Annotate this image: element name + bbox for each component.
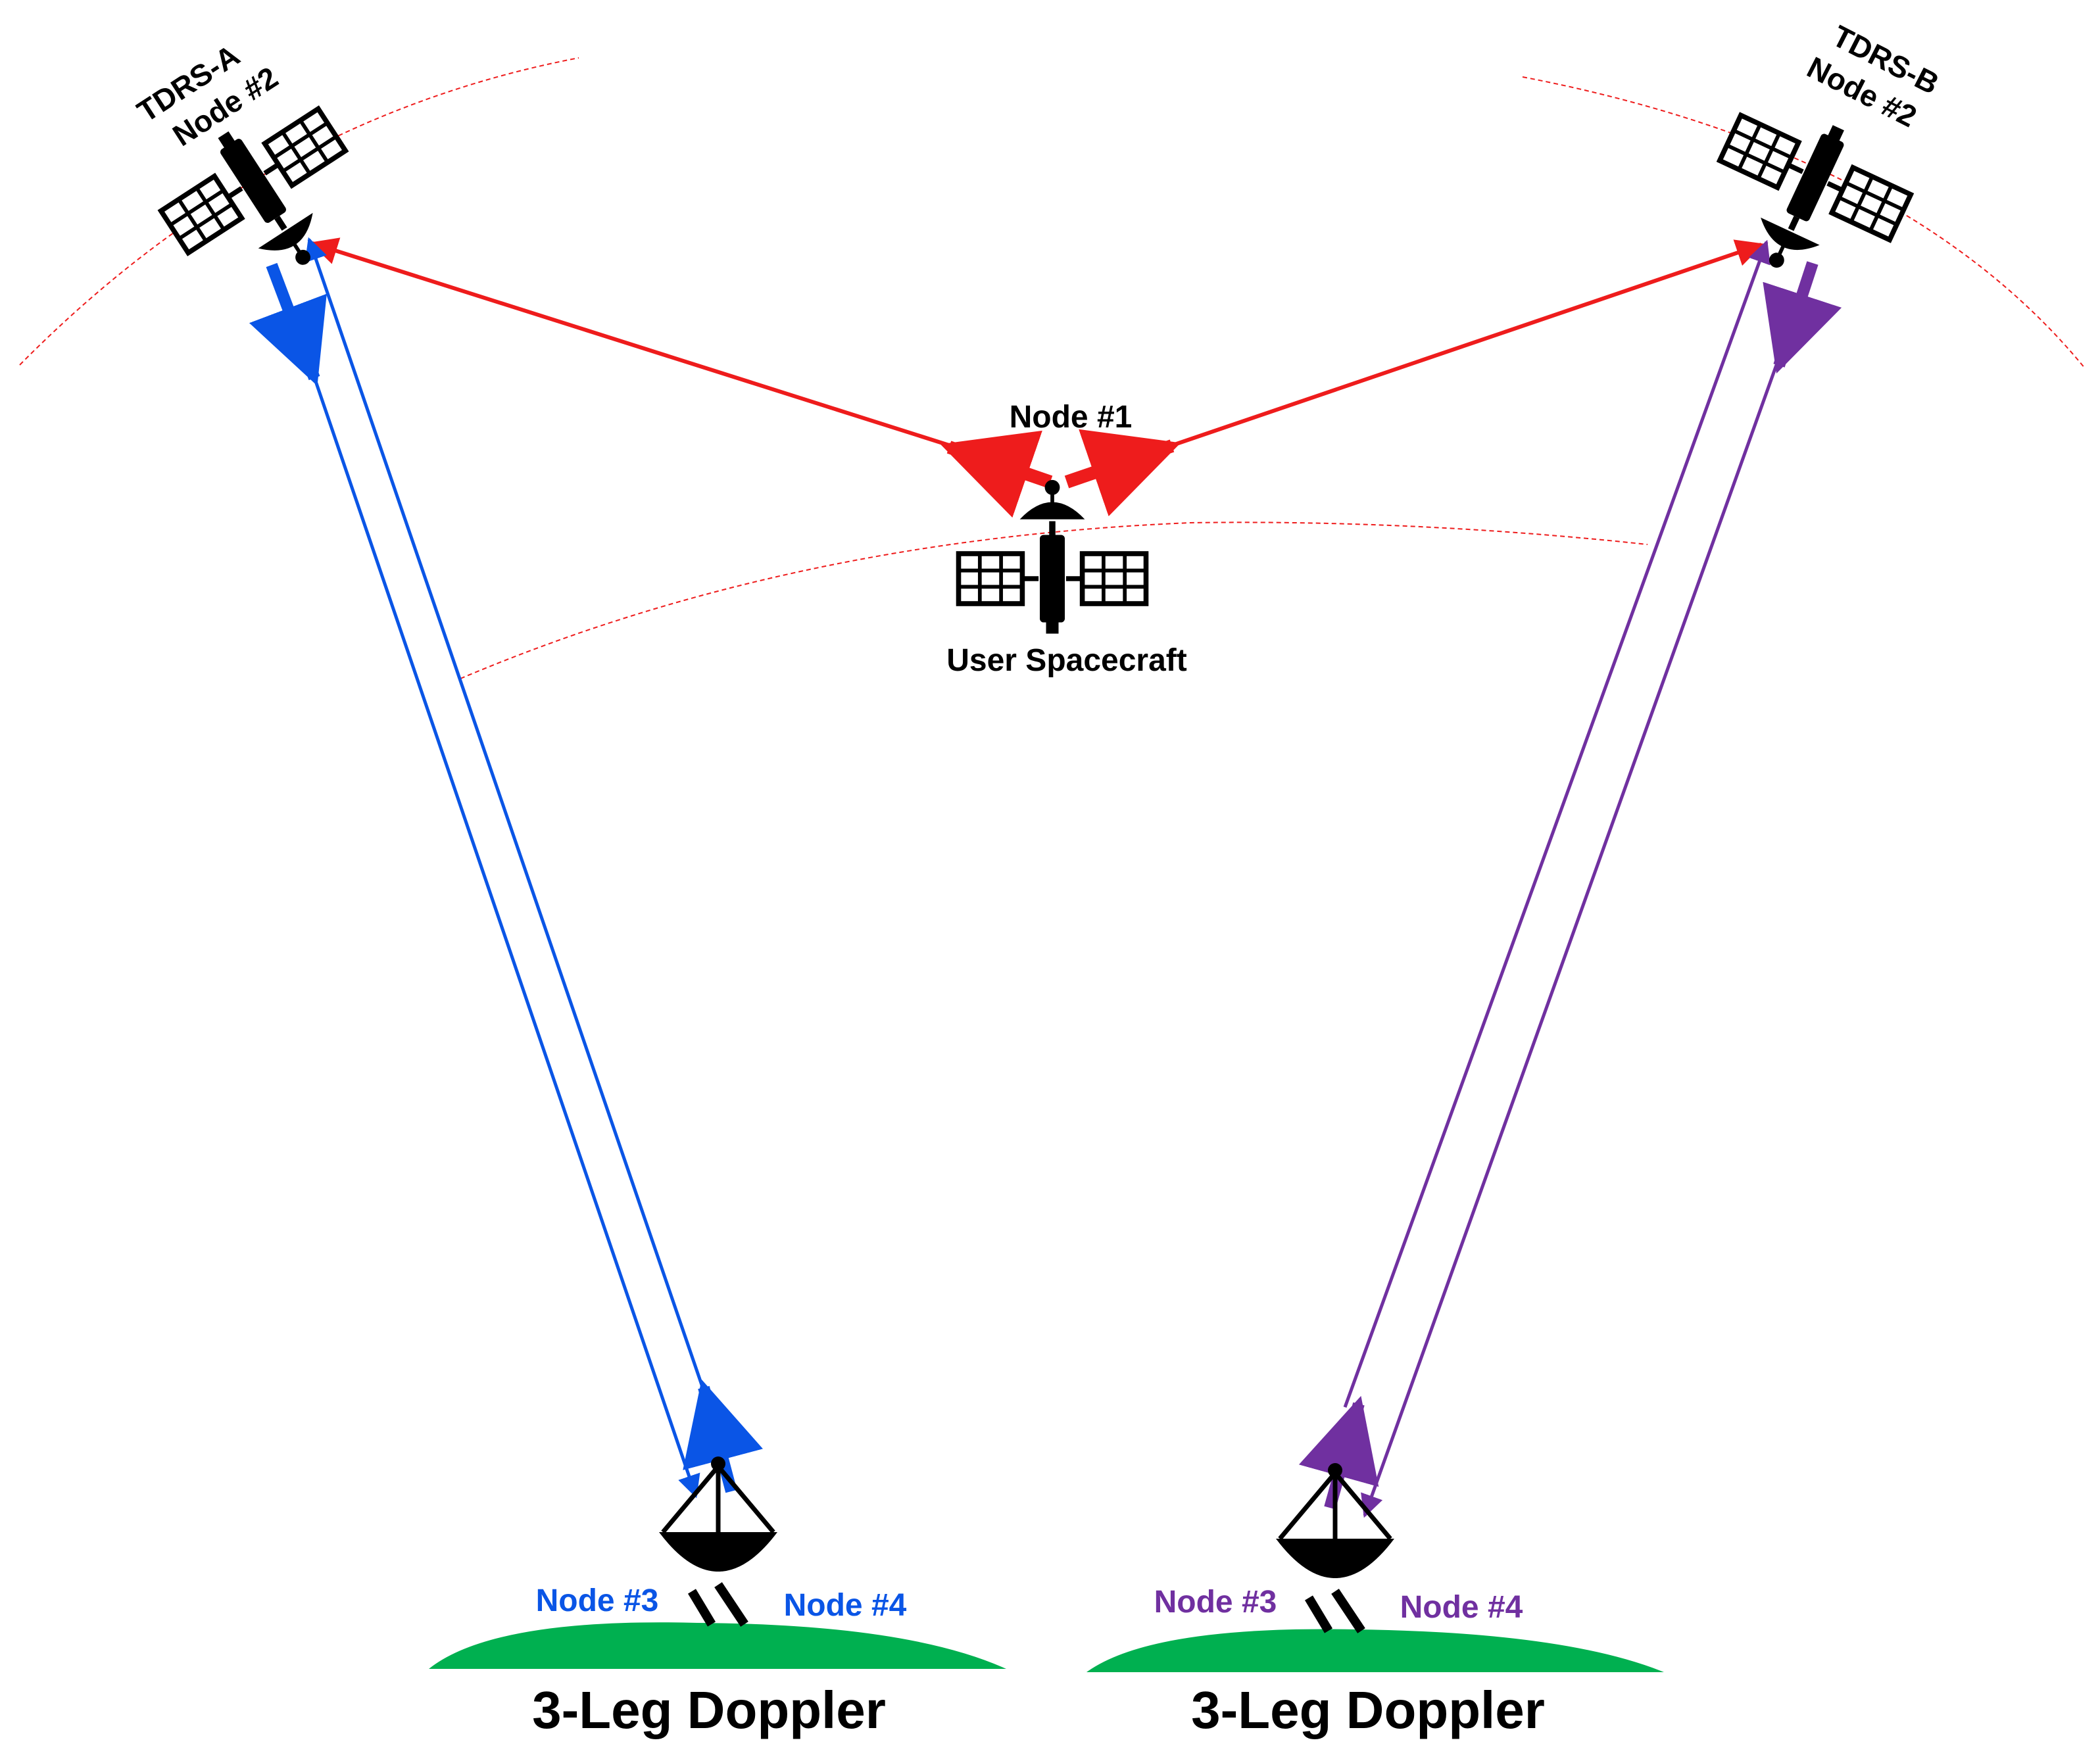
left-node4-label: Node #4 — [784, 1588, 907, 1623]
geo-orbit-arc-right — [1522, 76, 2086, 369]
purple-thick-arrow-down — [1763, 261, 1842, 373]
blue-thick-arrow-down — [249, 262, 327, 386]
geo-orbit-arc-left — [19, 57, 579, 366]
left-doppler-links — [249, 237, 764, 1499]
right-node3-label: Node #3 — [1154, 1585, 1277, 1620]
user-node-label: Node #1 — [1010, 400, 1133, 435]
left-ground-dish-icon — [659, 1456, 777, 1624]
blue-uplink-thin — [305, 237, 706, 1391]
user-spacecraft-satellite-icon — [959, 480, 1146, 634]
tdrs-a-labels: TDRS-A Node #2 — [131, 37, 283, 153]
leo-orbit-arc — [460, 521, 1648, 679]
right-ground-dish-icon — [1276, 1463, 1394, 1631]
ground-mound-right — [1087, 1629, 1664, 1672]
purple-uplink-thin — [1343, 239, 1770, 1408]
red-thick-arrow-left — [940, 430, 1053, 518]
ground-mound-left — [429, 1622, 1006, 1669]
right-doppler-links — [1298, 239, 1842, 1518]
user-to-tdrs-links — [309, 237, 1764, 518]
blue-downlink-thin — [312, 377, 700, 1499]
left-title: 3-Leg Doppler — [532, 1681, 886, 1739]
right-node4-label: Node #4 — [1400, 1590, 1523, 1625]
red-link-to-tdrs-a — [309, 237, 952, 448]
tdrs-b-labels: TDRS-B Node #2 — [1802, 18, 1945, 133]
purple-downlink-thin — [1361, 364, 1778, 1518]
red-link-to-tdrs-b — [1170, 239, 1764, 448]
user-spacecraft-label: User Spacecraft — [946, 643, 1187, 678]
right-title: 3-Leg Doppler — [1191, 1681, 1545, 1739]
left-node3-label: Node #3 — [536, 1583, 659, 1618]
red-thick-arrow-right — [1064, 429, 1181, 517]
